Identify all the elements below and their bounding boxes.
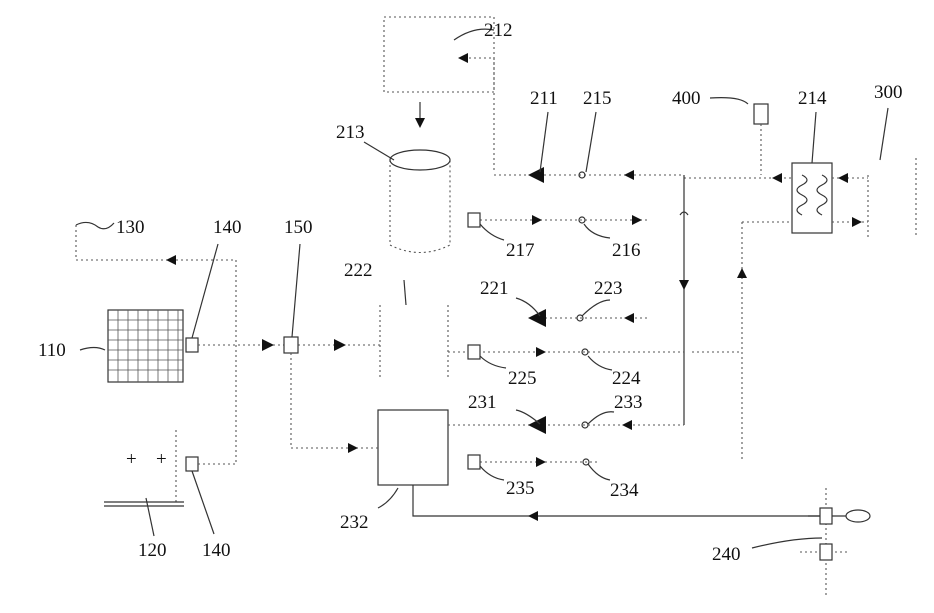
arrow-row-217 — [532, 215, 542, 225]
leader-130 — [76, 222, 114, 228]
leader-235 — [480, 466, 504, 480]
component-214-exchanger — [792, 163, 832, 233]
leader-140a — [192, 244, 218, 338]
label-140-top: 140 — [213, 217, 242, 238]
arrow-main-2 — [334, 339, 346, 351]
arrow-row-221 — [624, 313, 634, 323]
label-231: 231 — [468, 392, 497, 413]
arrow-into-214 — [772, 173, 782, 183]
arrow-main-1 — [262, 339, 274, 351]
arrow-row-235 — [536, 457, 546, 467]
component-140-top — [186, 338, 198, 352]
label-232: 232 — [340, 512, 369, 533]
arrow-row-217b — [632, 215, 642, 225]
component-400 — [754, 104, 768, 124]
arrow-row-231 — [622, 420, 632, 430]
component-213-cylinder — [390, 150, 450, 253]
leader-211 — [540, 112, 548, 172]
component-240-wellhead — [800, 488, 870, 598]
leader-120 — [146, 498, 154, 536]
leader-222 — [404, 280, 406, 305]
leader-150 — [292, 244, 300, 337]
label-140-bottom: 140 — [202, 540, 231, 561]
leader-110 — [80, 348, 105, 351]
svg-text:+: + — [126, 449, 137, 470]
component-212-tank — [384, 17, 494, 92]
component-120: + + — [104, 430, 184, 506]
leader-140b — [192, 471, 214, 534]
line-130 — [76, 225, 236, 260]
label-233: 233 — [614, 392, 643, 413]
label-235: 235 — [506, 478, 535, 499]
arrow-to-300 — [852, 217, 862, 227]
label-224: 224 — [612, 368, 641, 389]
label-215: 215 — [583, 88, 612, 109]
label-216: 216 — [612, 240, 641, 261]
arrow-row-211 — [624, 170, 634, 180]
pump-235 — [468, 455, 480, 469]
pump-211 — [528, 167, 544, 183]
arrow-collector-down — [679, 280, 689, 290]
leader-214 — [812, 112, 816, 163]
pump-225 — [468, 345, 480, 359]
label-213: 213 — [336, 122, 365, 143]
leader-240 — [752, 538, 822, 548]
leader-217 — [480, 224, 504, 240]
line-150-to-232 — [291, 353, 378, 448]
leader-400 — [710, 98, 748, 104]
svg-text:+: + — [156, 449, 167, 470]
label-217: 217 — [506, 240, 535, 261]
label-110: 110 — [38, 340, 66, 361]
component-232-box — [378, 410, 448, 485]
leader-221 — [516, 298, 540, 316]
leader-224 — [588, 356, 612, 370]
label-212: 212 — [484, 20, 513, 41]
label-223: 223 — [594, 278, 623, 299]
leader-215 — [586, 112, 596, 172]
label-130: 130 — [116, 217, 145, 238]
leader-213 — [364, 142, 394, 160]
component-110-panel — [108, 310, 183, 382]
component-150 — [284, 337, 298, 353]
label-225: 225 — [508, 368, 537, 389]
label-214: 214 — [798, 88, 827, 109]
label-234: 234 — [610, 480, 639, 501]
arrow-150-to-232 — [348, 443, 358, 453]
label-400: 400 — [672, 88, 701, 109]
label-221: 221 — [480, 278, 509, 299]
leader-300 — [880, 108, 888, 160]
arrow-130 — [166, 255, 176, 265]
label-240: 240 — [712, 544, 741, 565]
line-212-return — [458, 58, 494, 170]
pump-231 — [528, 416, 546, 434]
label-150: 150 — [284, 217, 313, 238]
pump-217 — [468, 213, 480, 227]
leader-216 — [584, 224, 610, 238]
label-222: 222 — [344, 260, 373, 281]
leader-233 — [588, 412, 614, 424]
arrow-into-212 — [458, 53, 468, 63]
component-140-bottom — [186, 457, 198, 471]
arrow-row-225 — [536, 347, 546, 357]
leader-225 — [480, 356, 506, 368]
label-300: 300 — [874, 82, 903, 103]
leader-232 — [378, 488, 398, 508]
leader-223 — [582, 300, 610, 316]
label-120: 120 — [138, 540, 167, 561]
arrow-240-to-232 — [528, 511, 538, 521]
arrow-from-300 — [838, 173, 848, 183]
arrow-212-to-213 — [415, 118, 425, 128]
label-211: 211 — [530, 88, 558, 109]
leader-234 — [588, 464, 610, 480]
arrow-collector-up — [737, 268, 747, 278]
